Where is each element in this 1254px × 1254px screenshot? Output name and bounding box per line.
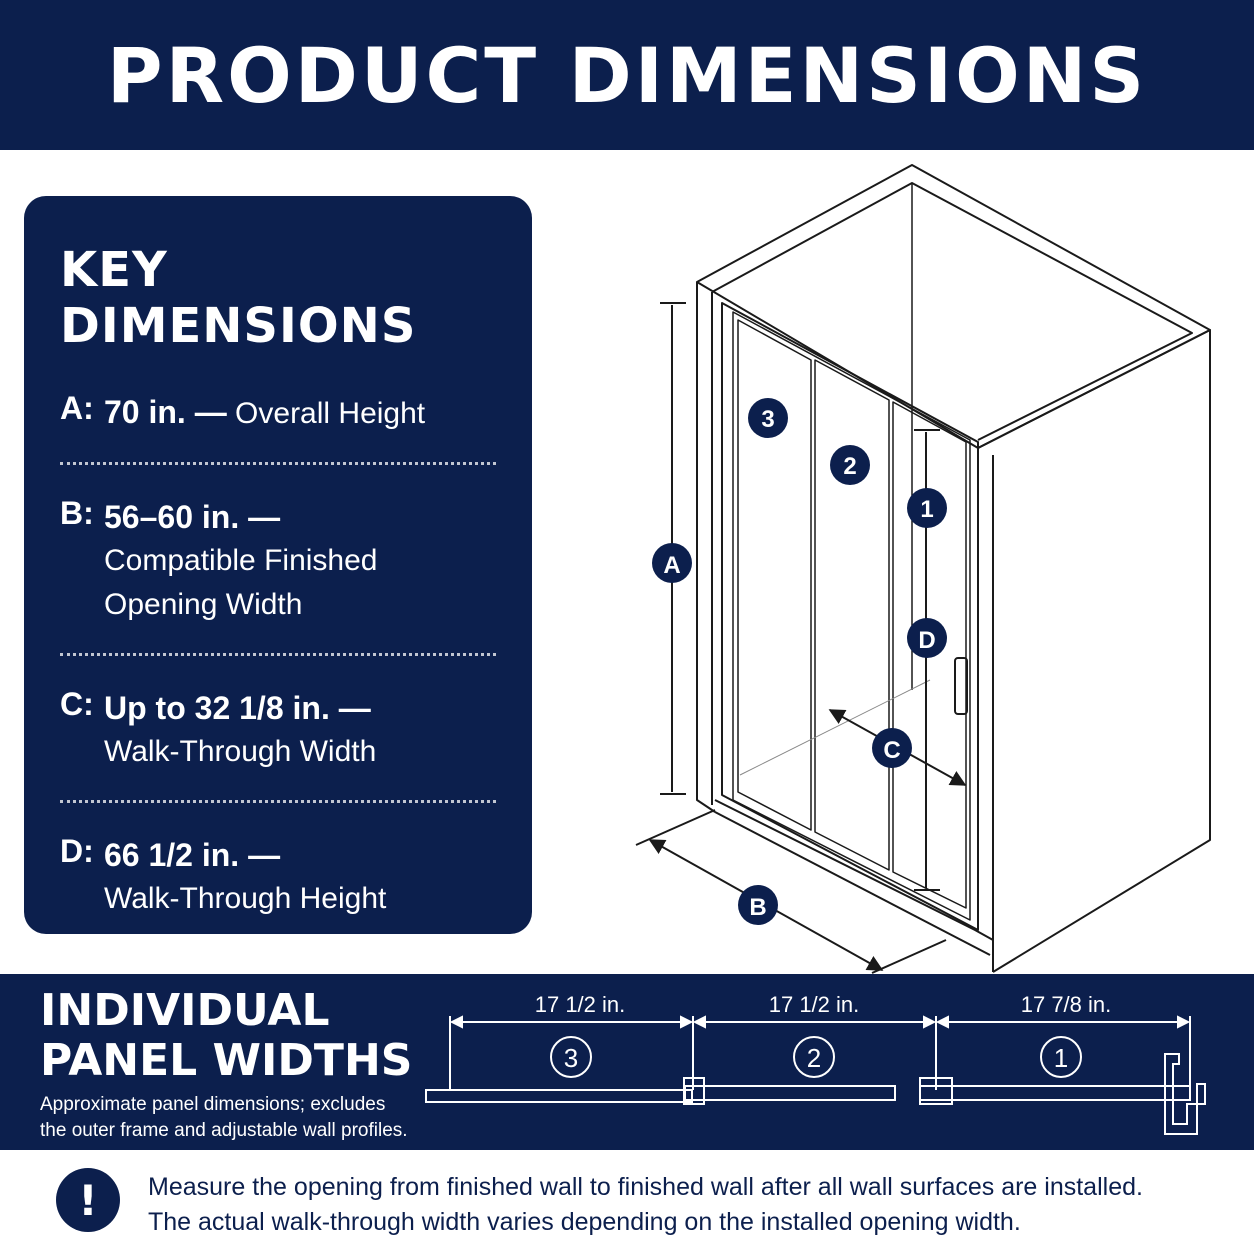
panel-number-2: 2 xyxy=(807,1043,821,1073)
dimension-a: A: 70 in. — Overall Height xyxy=(60,390,496,436)
dimension-value: 56–60 in. — xyxy=(104,499,281,535)
dimension-d: D: 66 1/2 in. — Walk-Through Height xyxy=(60,833,496,921)
panel-title-line: INDIVIDUAL xyxy=(40,985,330,1036)
panel-widths-band: INDIVIDUAL PANEL WIDTHS Approximate pane… xyxy=(0,974,1254,1150)
panel-widths-title: INDIVIDUAL PANEL WIDTHS xyxy=(40,986,412,1086)
dimension-b: B: 56–60 in. — Compatible Finished Openi… xyxy=(60,495,496,627)
door-handle xyxy=(954,657,968,715)
dimension-letter: A: xyxy=(60,390,94,426)
panel-title-line: PANEL WIDTHS xyxy=(40,1035,413,1086)
callout-b: B xyxy=(749,894,766,921)
door-panel-3 xyxy=(737,319,812,831)
dimension-desc: Walk-Through Width xyxy=(104,735,377,768)
panel-width-3: 17 1/2 in. xyxy=(535,992,626,1017)
footer-line: The actual walk-through width varies dep… xyxy=(148,1208,1021,1236)
callout-d: D xyxy=(918,627,935,654)
panel-number-1: 1 xyxy=(1054,1043,1068,1073)
exclamation-icon: ! xyxy=(56,1168,120,1232)
dimension-value: 66 1/2 in. — xyxy=(104,837,281,873)
dimension-letter: D: xyxy=(60,833,94,869)
page-title: PRODUCT DIMENSIONS xyxy=(106,30,1148,120)
dimension-c: C: Up to 32 1/8 in. — Walk-Through Width xyxy=(60,686,496,774)
dotted-divider xyxy=(60,800,496,803)
callout-a: A xyxy=(663,552,680,579)
door-frame xyxy=(721,302,979,931)
dimension-desc: Overall Height xyxy=(235,397,426,430)
enclosure-inner-top xyxy=(711,182,1193,441)
footer-text: Measure the opening from finished wall t… xyxy=(148,1170,1143,1240)
panel-callout-3: 3 xyxy=(761,406,774,433)
enclosure-left-post xyxy=(696,282,716,813)
dimension-desc: Walk-Through Height xyxy=(104,882,387,915)
dimension-desc: Compatible Finished xyxy=(104,544,378,577)
dimension-value: 70 in. — xyxy=(104,394,227,430)
note-line: Approximate panel dimensions; excludes xyxy=(40,1094,386,1115)
dotted-divider xyxy=(60,653,496,656)
shower-door-diagram: A D C B 3 2 1 xyxy=(635,164,1211,974)
key-dimensions-title: KEY DIMENSIONS xyxy=(60,242,417,354)
dimension-desc: Opening Width xyxy=(104,588,303,621)
panel-widths-diagram: 17 1/2 in. 17 1/2 in. 17 7/8 in. 3 2 1 xyxy=(425,992,1206,1135)
panel-width-1: 17 7/8 in. xyxy=(1021,992,1112,1017)
key-dimensions-card: KEY DIMENSIONS A: 70 in. — Overall Heigh… xyxy=(24,196,532,934)
panel-widths-note: Approximate panel dimensions; excludes t… xyxy=(40,1092,408,1144)
footer-line: Measure the opening from finished wall t… xyxy=(148,1173,1143,1201)
dotted-divider xyxy=(60,462,496,465)
panel-width-2: 17 1/2 in. xyxy=(769,992,860,1017)
dimension-value: Up to 32 1/8 in. — xyxy=(104,690,371,726)
dimension-letter: C: xyxy=(60,686,94,722)
enclosure-right-wall xyxy=(977,329,1211,973)
door-panel-2 xyxy=(814,359,890,871)
note-line: the outer frame and adjustable wall prof… xyxy=(40,1120,408,1141)
panel-callout-1: 1 xyxy=(920,496,933,523)
panel-callout-2: 2 xyxy=(843,453,856,480)
callout-c: C xyxy=(883,737,900,764)
dimension-letter: B: xyxy=(60,495,94,531)
header-banner: PRODUCT DIMENSIONS xyxy=(0,0,1254,150)
panel-number-3: 3 xyxy=(564,1043,578,1073)
